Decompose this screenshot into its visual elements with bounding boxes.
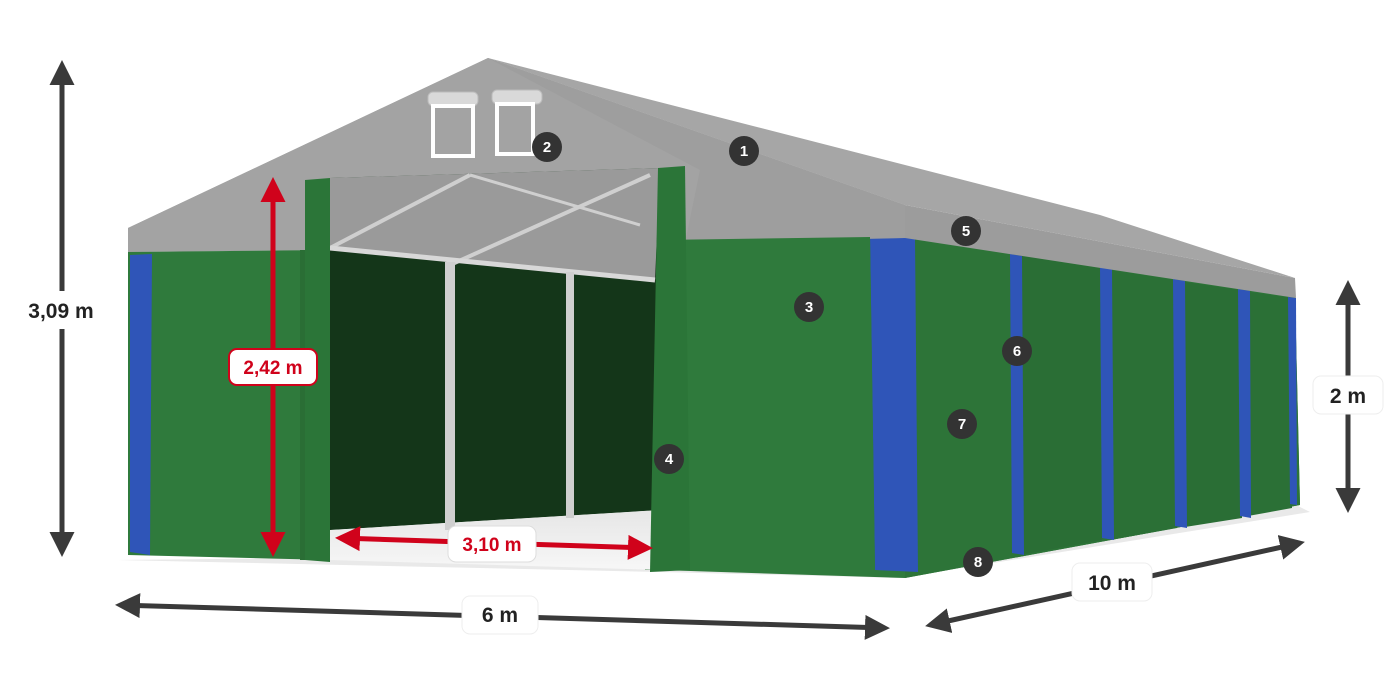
total-height-label: 3,09 m [28, 300, 93, 323]
length-label: 10 m [1088, 572, 1136, 595]
marker-6: 6 [1002, 336, 1032, 366]
numbered-markers: 1 2 3 4 5 6 7 8 [532, 132, 1032, 577]
door-height-label: 2,42 m [243, 358, 302, 379]
dimension-labels: 3,09 m 2,42 m 3,10 m 2 m 10 m 6 m [12, 291, 1384, 635]
gable-vents [427, 89, 543, 158]
marker-1: 1 [729, 136, 759, 166]
svg-text:3: 3 [805, 299, 813, 316]
svg-text:7: 7 [958, 416, 966, 433]
door-opening [305, 166, 690, 572]
wall-height-label: 2 m [1330, 385, 1366, 408]
svg-text:6: 6 [1013, 343, 1021, 360]
marker-4: 4 [654, 444, 684, 474]
marker-3: 3 [794, 292, 824, 322]
svg-text:2: 2 [543, 139, 551, 156]
marker-2: 2 [532, 132, 562, 162]
side-frame-posts [870, 235, 1297, 572]
svg-text:4: 4 [665, 451, 674, 468]
svg-text:1: 1 [740, 143, 748, 160]
marker-7: 7 [947, 409, 977, 439]
marker-8: 8 [963, 547, 993, 577]
width-label: 6 m [482, 604, 518, 627]
door-width-label: 3,10 m [462, 535, 521, 556]
marker-5: 5 [951, 216, 981, 246]
svg-text:5: 5 [962, 223, 970, 240]
svg-text:8: 8 [974, 554, 982, 571]
